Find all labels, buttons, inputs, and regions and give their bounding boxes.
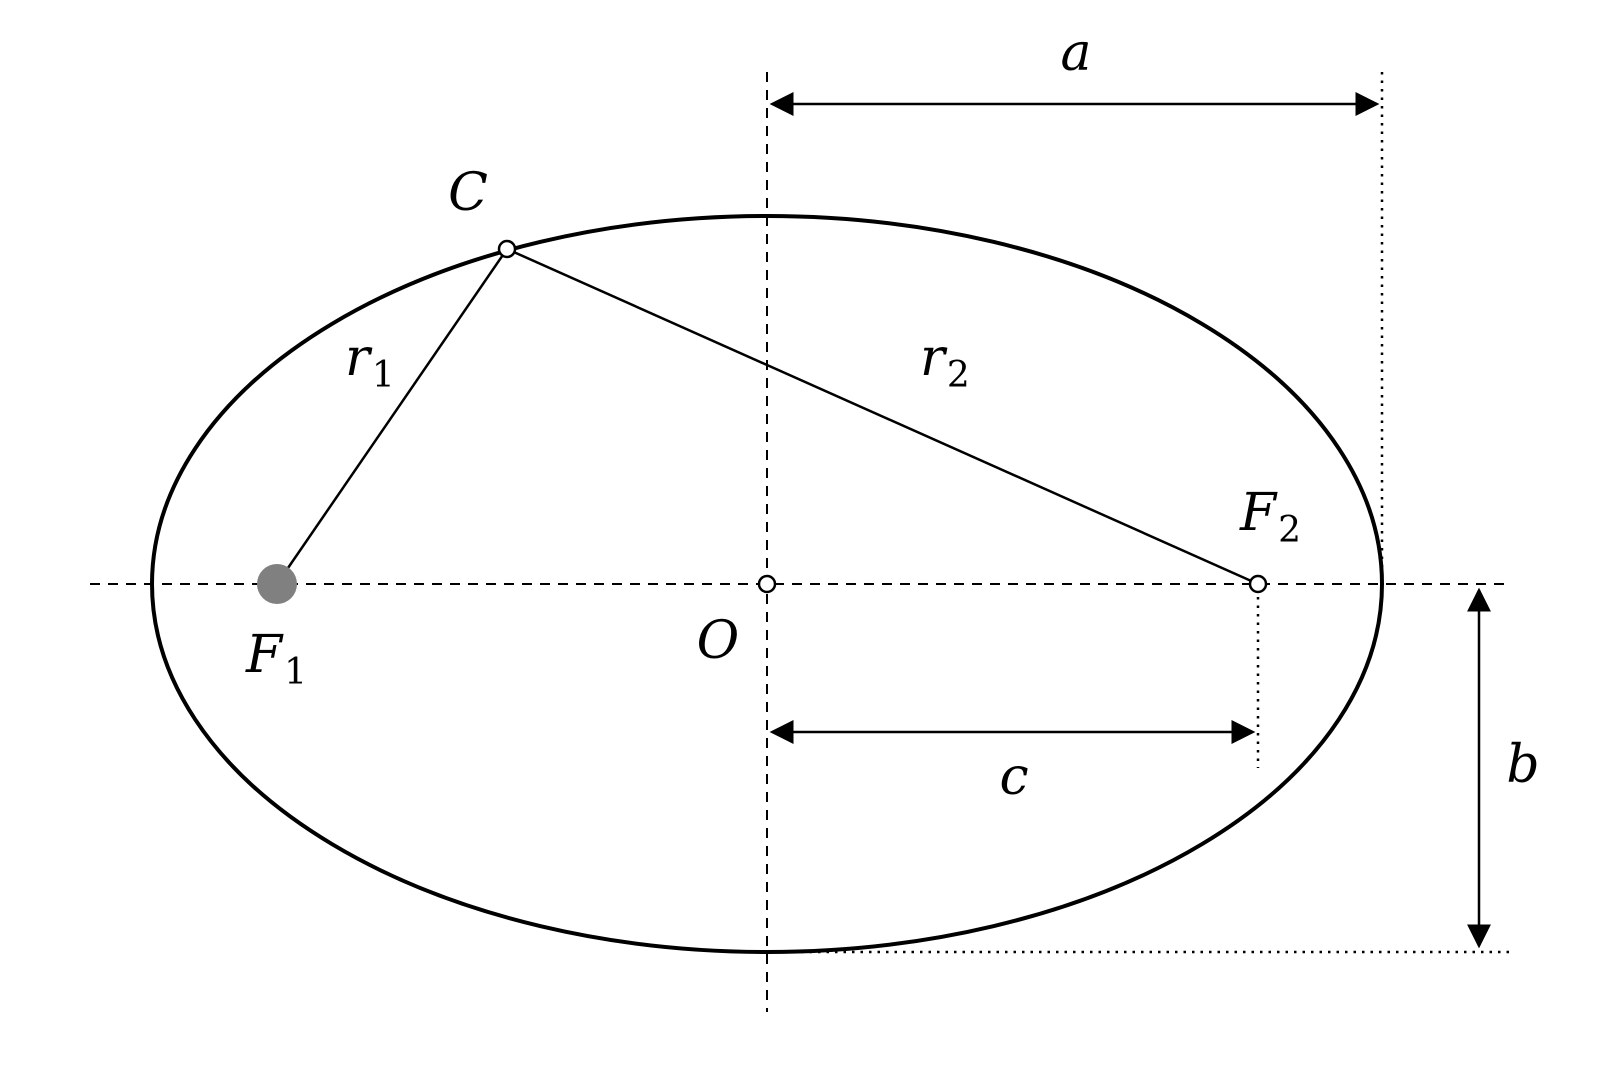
label-r2-main: r: [920, 328, 948, 388]
label-r1-sub: 1: [372, 355, 395, 396]
label-b: b: [1506, 735, 1539, 795]
label-f2-main: F: [1239, 483, 1278, 543]
label-f1-main: F: [245, 625, 284, 685]
point-c: [497, 239, 517, 259]
r1-line: [275, 248, 509, 585]
label-a: a: [1060, 23, 1091, 83]
label-f2-sub: 2: [1278, 510, 1301, 551]
label-r1-main: r: [345, 328, 373, 388]
label-r1: r1: [345, 328, 395, 396]
label-f2: F2: [1239, 483, 1301, 551]
focus-f2-point: [1248, 574, 1268, 594]
label-r2: r2: [920, 328, 970, 396]
r2-line: [506, 247, 1259, 586]
focus-f1-point: [257, 564, 297, 604]
label-c: c: [999, 747, 1028, 807]
ellipse: [150, 214, 1384, 954]
label-c-point: C: [448, 163, 488, 223]
label-f1: F1: [245, 625, 307, 693]
label-r2-sub: 2: [947, 355, 970, 396]
center-o-point: [757, 574, 777, 594]
label-o: O: [697, 611, 740, 671]
label-f1-sub: 1: [284, 652, 307, 693]
